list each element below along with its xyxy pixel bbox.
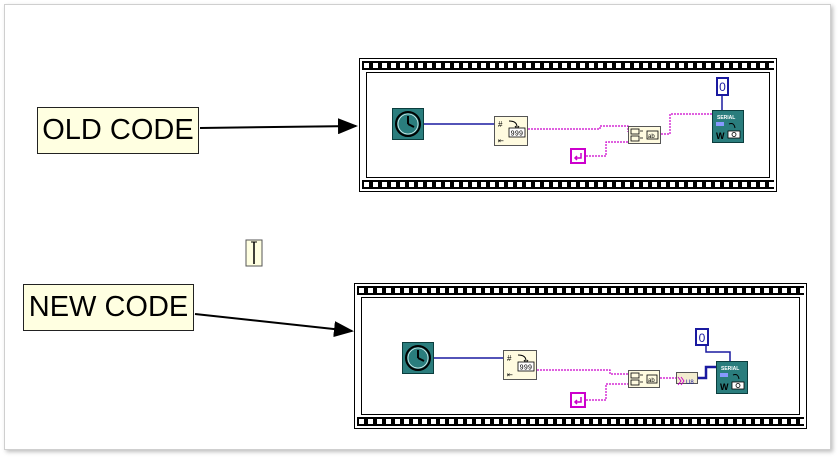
- svg-text:999: 999: [520, 365, 533, 373]
- svg-text:SERIAL: SERIAL: [717, 115, 735, 121]
- constant-icon[interactable]: [570, 148, 586, 164]
- text-cursor-icon: [245, 239, 263, 267]
- svg-text:#: #: [507, 354, 512, 363]
- svg-text:SERIAL: SERIAL: [721, 366, 739, 372]
- new-code-text: NEW CODE: [28, 291, 189, 323]
- svg-text:999: 999: [511, 131, 524, 139]
- svg-text:ab: ab: [648, 134, 655, 140]
- film-strip-top: [362, 61, 774, 70]
- timer-icon[interactable]: [402, 342, 434, 374]
- serial-write-icon[interactable]: SERIAL W: [716, 361, 748, 394]
- type-cast-icon[interactable]: U8: [676, 372, 698, 386]
- concatenate-icon[interactable]: ab: [628, 370, 660, 388]
- timer-icon[interactable]: [392, 108, 424, 140]
- serial-write-icon[interactable]: SERIAL W: [712, 110, 744, 143]
- svg-text:⇤: ⇤: [507, 372, 513, 379]
- film-strip-bottom: [362, 180, 774, 189]
- svg-text:W: W: [720, 382, 729, 392]
- old-sequence-structure[interactable]: [359, 58, 777, 192]
- svg-text:⇤: ⇤: [498, 138, 504, 145]
- old-sequence-frame-inner: [366, 72, 770, 178]
- port-number-constant[interactable]: 0: [716, 77, 729, 96]
- film-strip-top: [357, 286, 804, 295]
- increment-icon[interactable]: # 999 ⇤: [494, 116, 528, 146]
- old-code-label: OLD CODE: [37, 107, 199, 154]
- svg-text:ab: ab: [648, 378, 655, 384]
- svg-text:#: #: [498, 120, 503, 129]
- film-strip-bottom: [357, 417, 804, 426]
- svg-text:U8: U8: [686, 380, 694, 386]
- svg-text:W: W: [716, 131, 725, 141]
- constant-icon[interactable]: [570, 392, 586, 408]
- new-code-label: NEW CODE: [23, 284, 194, 331]
- old-code-text: OLD CODE: [42, 114, 194, 146]
- port-number-constant[interactable]: 0: [695, 328, 709, 346]
- concatenate-icon[interactable]: ab: [628, 126, 661, 144]
- increment-icon[interactable]: # 999 ⇤: [503, 350, 537, 380]
